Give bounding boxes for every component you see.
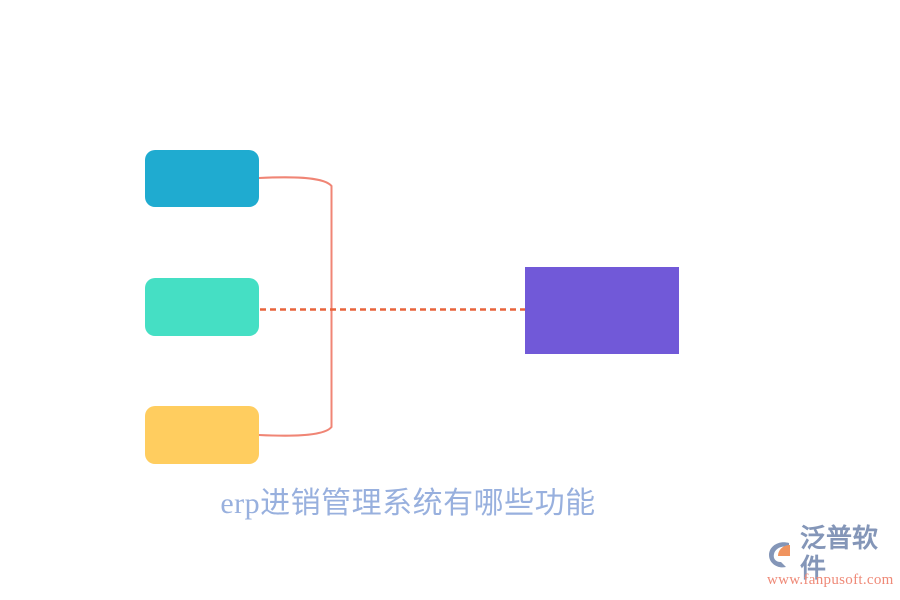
- logo-brand-text: 泛普软件: [800, 523, 879, 583]
- logo-lockup: 泛普软件: [766, 524, 894, 583]
- diagram-node-blue[interactable]: [145, 150, 259, 207]
- diagram-node-yellow[interactable]: [145, 406, 259, 464]
- page-title: erp进销管理系统有哪些功能: [220, 487, 596, 520]
- connector-blue-to-yellow: [258, 176, 333, 437]
- diagram-node-purple[interactable]: [525, 267, 679, 354]
- watermark-logo: 泛普软件 www.fanpusoft.com: [766, 524, 894, 591]
- diagram-node-green[interactable]: [145, 278, 259, 336]
- logo-url-text: www.fanpusoft.com: [767, 572, 894, 588]
- fanpu-logo-icon: [769, 541, 790, 567]
